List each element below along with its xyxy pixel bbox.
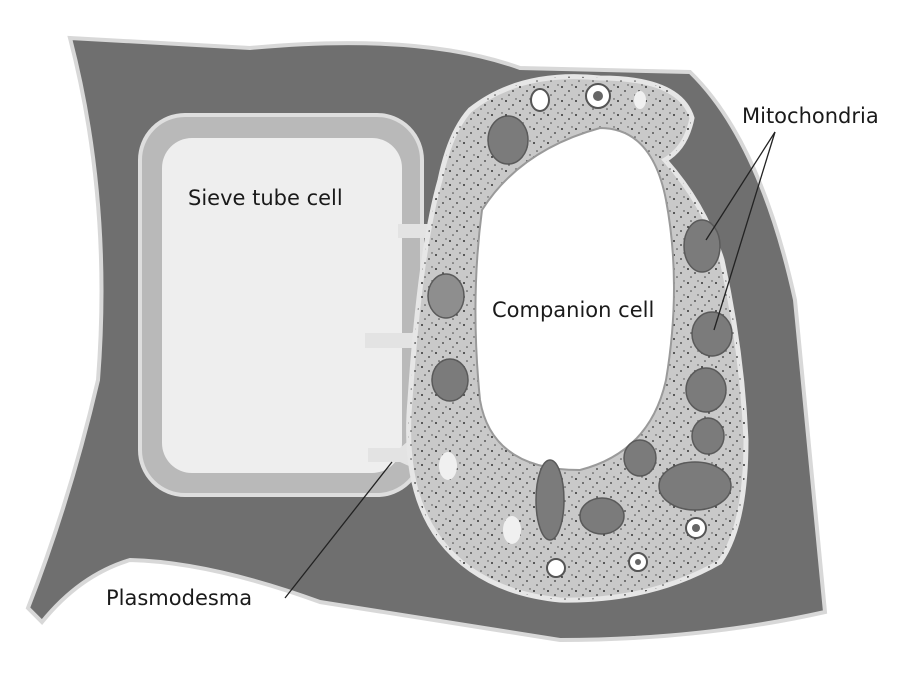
label-plasmodesma: Plasmodesma — [106, 586, 253, 610]
mitochondrion — [685, 367, 727, 413]
leader-lines — [284, 131, 776, 599]
vacuole — [474, 126, 675, 472]
vesicles — [439, 83, 707, 578]
label-mitochondria: Mitochondria — [742, 104, 879, 128]
label-sieve-tube-cell: Sieve tube cell — [188, 186, 343, 210]
mitochondrion — [683, 219, 721, 273]
mitochondrion — [623, 439, 657, 477]
mitochondrion — [487, 115, 529, 165]
mitochondrion — [658, 461, 732, 511]
plasmodesma — [368, 436, 418, 470]
sieve-tube-cell — [138, 113, 424, 497]
mitochondrion — [535, 459, 565, 541]
mitochondrion — [579, 497, 625, 535]
mitochondrion — [691, 311, 733, 357]
label-companion-cell: Companion cell — [492, 298, 655, 322]
companion-cell — [406, 74, 749, 603]
mitochondrion — [431, 358, 469, 402]
mitochondrion — [427, 273, 465, 319]
mitochondria-group — [427, 115, 733, 541]
mitochondrion — [691, 417, 725, 455]
